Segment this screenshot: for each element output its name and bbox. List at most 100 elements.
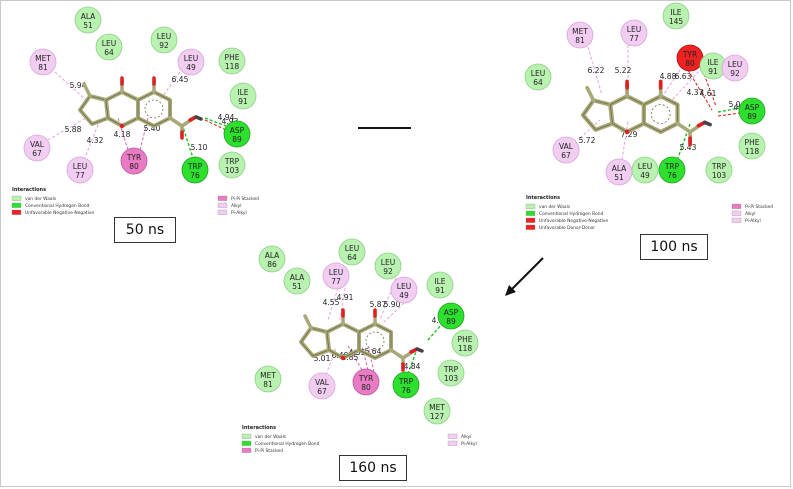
- time-label-text: 50 ns: [125, 222, 165, 238]
- residue-name: LEU: [102, 39, 116, 48]
- residue-number: 80: [129, 162, 139, 171]
- legend-swatch: [731, 203, 742, 209]
- transition-arrow-100-160: [509, 257, 544, 292]
- residue-name: ALA: [290, 273, 305, 282]
- legend-item: Unfavorable Negative-Negative: [539, 218, 608, 224]
- legend-item: Pi-Alkyl: [745, 218, 761, 224]
- residue-name: ASP: [444, 308, 459, 317]
- distance-label: 6.63: [675, 72, 692, 81]
- residue-name: ASP: [230, 126, 245, 135]
- residue-number: 51: [614, 173, 624, 182]
- methyl-bond: [82, 82, 92, 98]
- residue-number: 76: [667, 171, 677, 180]
- residue-name: TRP: [398, 377, 414, 386]
- distance-label: 4.84: [404, 362, 421, 371]
- residue-disc: [74, 6, 102, 34]
- legend-title: Interactions: [242, 425, 276, 431]
- panel-50ns: 5.946.455.884.324.185.404.944.935.10ALA5…: [11, 6, 259, 216]
- residue-disc: [662, 2, 690, 30]
- legend-item: Conventional Hydrogen Bond: [25, 203, 90, 209]
- residue-disc: [23, 134, 51, 162]
- legend-item: van der Waals: [255, 434, 287, 440]
- residue-disc: [223, 120, 251, 148]
- legend-swatch: [217, 195, 228, 201]
- distance-label: 5.40: [144, 124, 161, 133]
- residue-number: 92: [383, 267, 393, 276]
- ligand-ring-c: [641, 94, 680, 134]
- interaction-line: [587, 46, 603, 96]
- distance-label: 4.61: [700, 89, 717, 98]
- interaction-line: [204, 117, 227, 127]
- interaction-line: [659, 69, 681, 101]
- carboxyl-bond: [389, 348, 405, 360]
- legend-swatch: [241, 433, 252, 439]
- legend-item: Pi-Alkyl: [231, 210, 247, 216]
- legend-swatch: [217, 209, 228, 215]
- residue-number: 64: [533, 78, 543, 87]
- residue-name: LEU: [627, 25, 641, 34]
- residue-number: 49: [399, 291, 409, 300]
- legend-item: Pi-Pi Stacked: [231, 196, 259, 202]
- legend-swatch: [525, 203, 536, 209]
- distance-label: 4.88: [660, 72, 677, 81]
- residue-name: PHE: [458, 335, 473, 344]
- carboxyl-bond: [675, 121, 692, 134]
- residue-name: LEU: [397, 282, 411, 291]
- legend-item: Pi-Alkyl: [461, 441, 477, 447]
- residue-name: TRP: [224, 157, 240, 166]
- residue-number: 118: [458, 344, 473, 353]
- residue-number: 92: [730, 69, 740, 78]
- legend-swatch: [525, 210, 536, 216]
- residue-name: ILE: [237, 88, 248, 97]
- ring-oxygen: [624, 129, 630, 135]
- residue-number: 76: [401, 386, 411, 395]
- legend-item: Alkyl: [231, 203, 241, 209]
- residue-disc: [437, 359, 465, 387]
- residue-number: 67: [561, 151, 571, 160]
- residue-number: 64: [104, 48, 114, 57]
- residue-name: LEU: [531, 69, 545, 78]
- time-label-text: 160 ns: [349, 460, 397, 476]
- residue-number: 64: [347, 253, 357, 262]
- distance-label: 4.55: [323, 298, 340, 307]
- distance-label: 4.93: [222, 117, 239, 126]
- residue-number: 127: [430, 412, 445, 421]
- residue-disc: [374, 252, 402, 280]
- residue-name: ILE: [670, 8, 681, 17]
- residue-disc: [322, 262, 350, 290]
- residue-number: 89: [747, 112, 757, 121]
- residue-name: LEU: [184, 54, 198, 63]
- interaction-line: [339, 287, 346, 321]
- residue-number: 77: [629, 34, 639, 43]
- interaction-line: [367, 345, 375, 373]
- residue-disc: [283, 267, 311, 295]
- residue-disc: [229, 82, 257, 110]
- residue-name: LEU: [157, 32, 171, 41]
- residue-number: 81: [263, 380, 273, 389]
- aromatic-ring-marker: [365, 331, 385, 351]
- methyl-bond: [303, 314, 313, 330]
- residue-name: VAL: [315, 378, 330, 387]
- residue-disc: [66, 156, 94, 184]
- residue-number: 76: [190, 171, 200, 180]
- ring-oxygen: [119, 123, 125, 129]
- residue-disc: [95, 33, 123, 61]
- residue-number: 77: [331, 277, 341, 286]
- interaction-line: [83, 119, 101, 161]
- residue-number: 86: [267, 260, 277, 269]
- residue-number: 103: [444, 374, 459, 383]
- residue-disc: [620, 19, 648, 47]
- residue-disc: [631, 156, 659, 184]
